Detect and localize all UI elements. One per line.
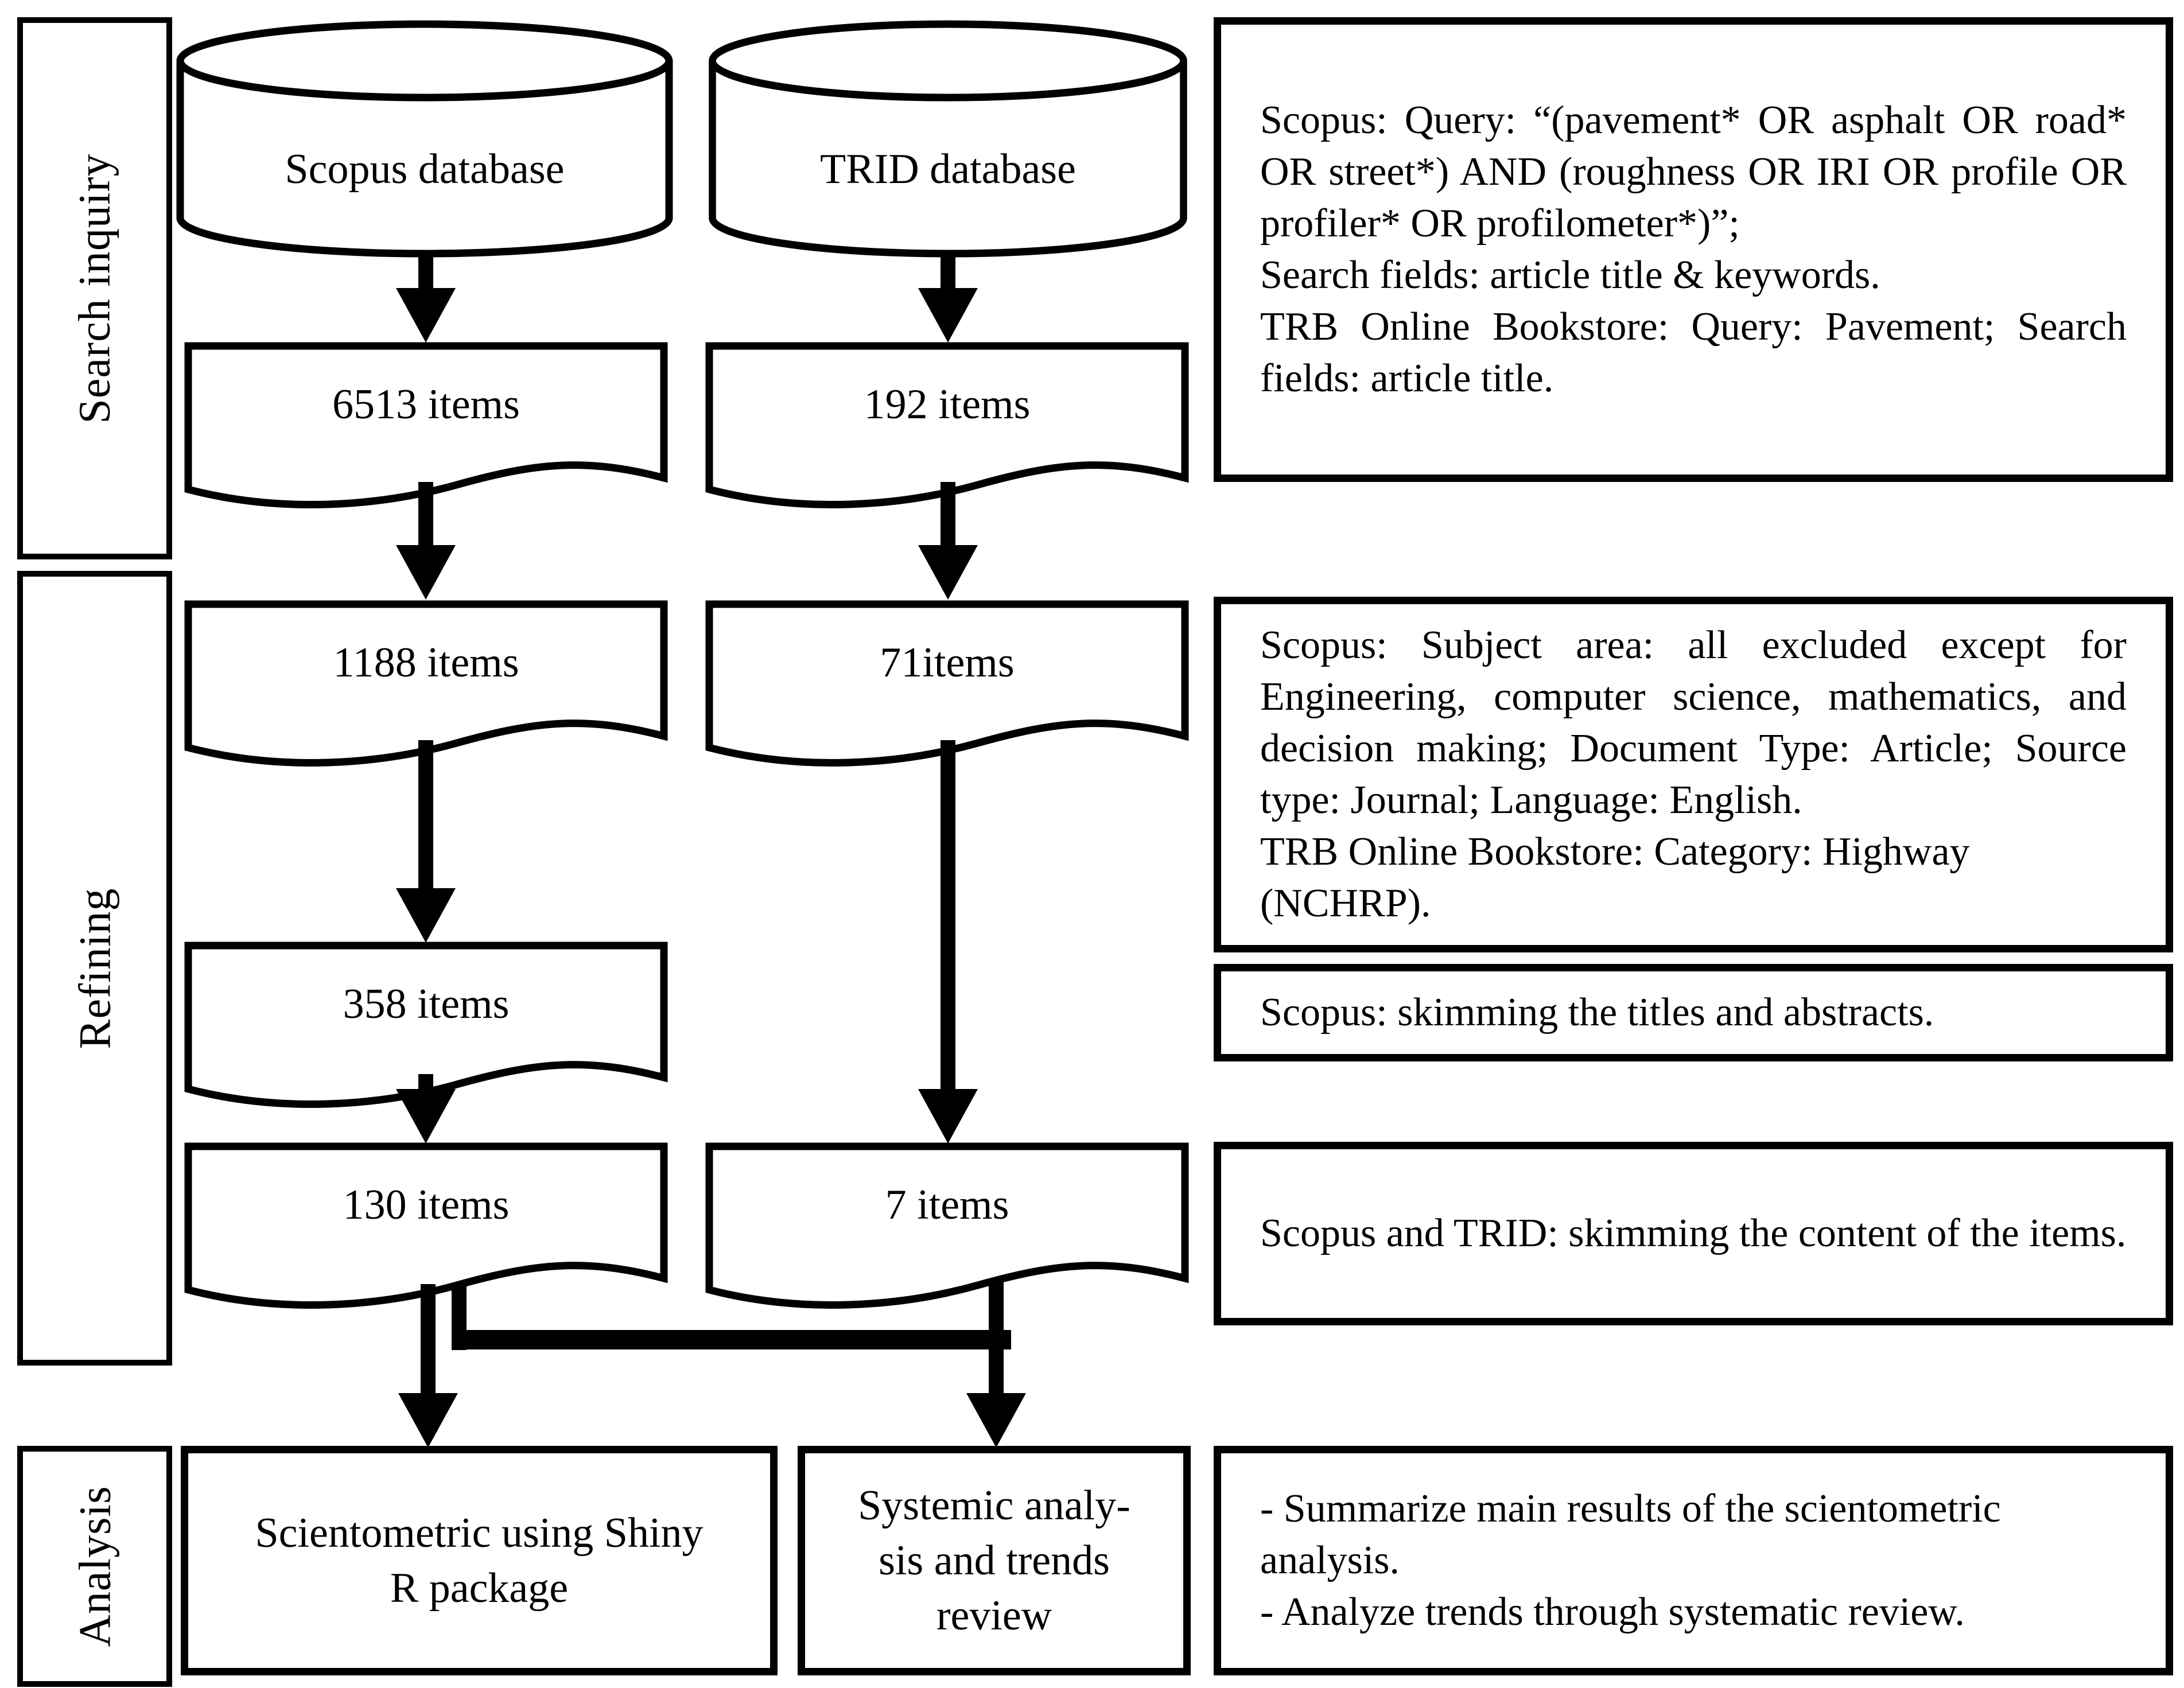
item-count-label: 71items bbox=[880, 639, 1015, 686]
document-icon bbox=[705, 1142, 1189, 1309]
item-count-label: 192 items bbox=[864, 380, 1031, 428]
arrowhead-icon bbox=[398, 1393, 458, 1448]
arrowhead-icon bbox=[918, 1089, 978, 1144]
document-icon bbox=[184, 342, 668, 508]
stage-label-text: Search inquiry bbox=[69, 153, 119, 424]
document-icon bbox=[184, 942, 668, 1108]
stage-label-text: Analysis bbox=[69, 1485, 119, 1647]
item-count-label: 7 items bbox=[885, 1181, 1009, 1228]
trid-items-192: 192 items bbox=[705, 341, 1190, 514]
scopus-database-label: Scopus database bbox=[285, 146, 565, 193]
scopus-items-1188: 1188 items bbox=[184, 600, 669, 772]
note-refining-criteria: Scopus: Subject area: all excluded excep… bbox=[1214, 597, 2173, 952]
note-paragraph: Scopus: skimming the titles and abstract… bbox=[1260, 990, 1934, 1034]
merge-horizontal-bar bbox=[452, 1330, 1011, 1349]
scopus-items-6513: 6513 items bbox=[184, 341, 669, 514]
note-paragraph: Search fields: article title & keywords. bbox=[1260, 253, 1880, 297]
document-icon bbox=[705, 342, 1189, 508]
arrow-trid-db-to-192 bbox=[941, 257, 955, 293]
trid-database-cylinder: TRID database bbox=[705, 16, 1191, 260]
cylinder-icon bbox=[709, 20, 1187, 258]
trid-database-label: TRID database bbox=[820, 146, 1076, 193]
scopus-database-cylinder: Scopus database bbox=[172, 16, 677, 260]
note-analysis-tasks: - Summarize main results of the scientom… bbox=[1214, 1446, 2173, 1675]
arrowhead-icon bbox=[396, 288, 456, 343]
note-paragraph: Scopus and TRID: skimming the content of… bbox=[1260, 1211, 2127, 1255]
note-paragraph: Scopus: Subject area: all excluded excep… bbox=[1260, 623, 2127, 822]
arrowhead-icon bbox=[396, 1089, 456, 1144]
arrow-6513-to-1188 bbox=[418, 482, 433, 548]
arrowhead-icon bbox=[918, 288, 978, 343]
stage-label-refining: Refining bbox=[17, 571, 172, 1366]
note-skim-titles: Scopus: skimming the titles and abstract… bbox=[1214, 964, 2173, 1061]
arrow-71-to-7 bbox=[941, 740, 955, 1093]
note-paragraph: TRB Online Bookstore: Query: Pavement; S… bbox=[1260, 305, 2127, 400]
note-paragraph: - Analyze trends through systematic revi… bbox=[1260, 1590, 1965, 1634]
note-search-query: Scopus: Query: “(pavement* OR asphalt OR… bbox=[1214, 17, 2173, 482]
systemic-analysis-box: Systemic analy- sis and trends review bbox=[798, 1446, 1191, 1675]
cylinder-icon bbox=[176, 20, 673, 258]
scopus-items-358: 358 items bbox=[184, 941, 669, 1113]
arrow-192-to-71 bbox=[941, 482, 955, 548]
stage-label-analysis: Analysis bbox=[17, 1446, 172, 1687]
systemic-line-2: sis and trends bbox=[879, 1537, 1110, 1584]
arrow-scopus-db-to-6513 bbox=[418, 255, 433, 293]
arrowhead-icon bbox=[918, 545, 978, 600]
item-count-label: 1188 items bbox=[333, 639, 519, 686]
trid-items-7: 7 items bbox=[705, 1142, 1190, 1314]
document-icon bbox=[184, 600, 668, 767]
arrow-1188-to-358 bbox=[418, 740, 433, 892]
note-paragraph: - Summarize main results of the scientom… bbox=[1260, 1487, 2001, 1582]
document-icon bbox=[705, 600, 1189, 767]
arrowhead-icon bbox=[966, 1393, 1026, 1448]
note-skim-content: Scopus and TRID: skimming the content of… bbox=[1214, 1142, 2173, 1325]
merge-line-130-down bbox=[421, 1284, 436, 1396]
stage-label-search-inquiry: Search inquiry bbox=[17, 17, 172, 559]
note-paragraph: TRB Online Bookstore: Category: Highway … bbox=[1260, 830, 1970, 925]
arrowhead-icon bbox=[396, 545, 456, 600]
trid-items-71: 71items bbox=[705, 600, 1190, 772]
item-count-label: 358 items bbox=[343, 980, 510, 1028]
item-count-label: 6513 items bbox=[332, 380, 520, 428]
stage-label-text: Refining bbox=[69, 888, 119, 1049]
systemic-line-1: Systemic analy- bbox=[858, 1481, 1130, 1529]
systemic-line-3: review bbox=[936, 1592, 1052, 1640]
scientometric-line-1: Scientometric using Shiny bbox=[255, 1509, 704, 1557]
arrowhead-icon bbox=[396, 888, 456, 943]
item-count-label: 130 items bbox=[343, 1181, 510, 1228]
scientometric-line-2: R package bbox=[390, 1565, 569, 1612]
merge-line-7-down bbox=[989, 1282, 1004, 1334]
scientometric-analysis-box: Scientometric using Shiny R package bbox=[181, 1446, 778, 1675]
arrow-merge-to-systemic bbox=[989, 1349, 1004, 1395]
note-paragraph: Scopus: Query: “(pavement* OR asphalt OR… bbox=[1260, 98, 2127, 246]
